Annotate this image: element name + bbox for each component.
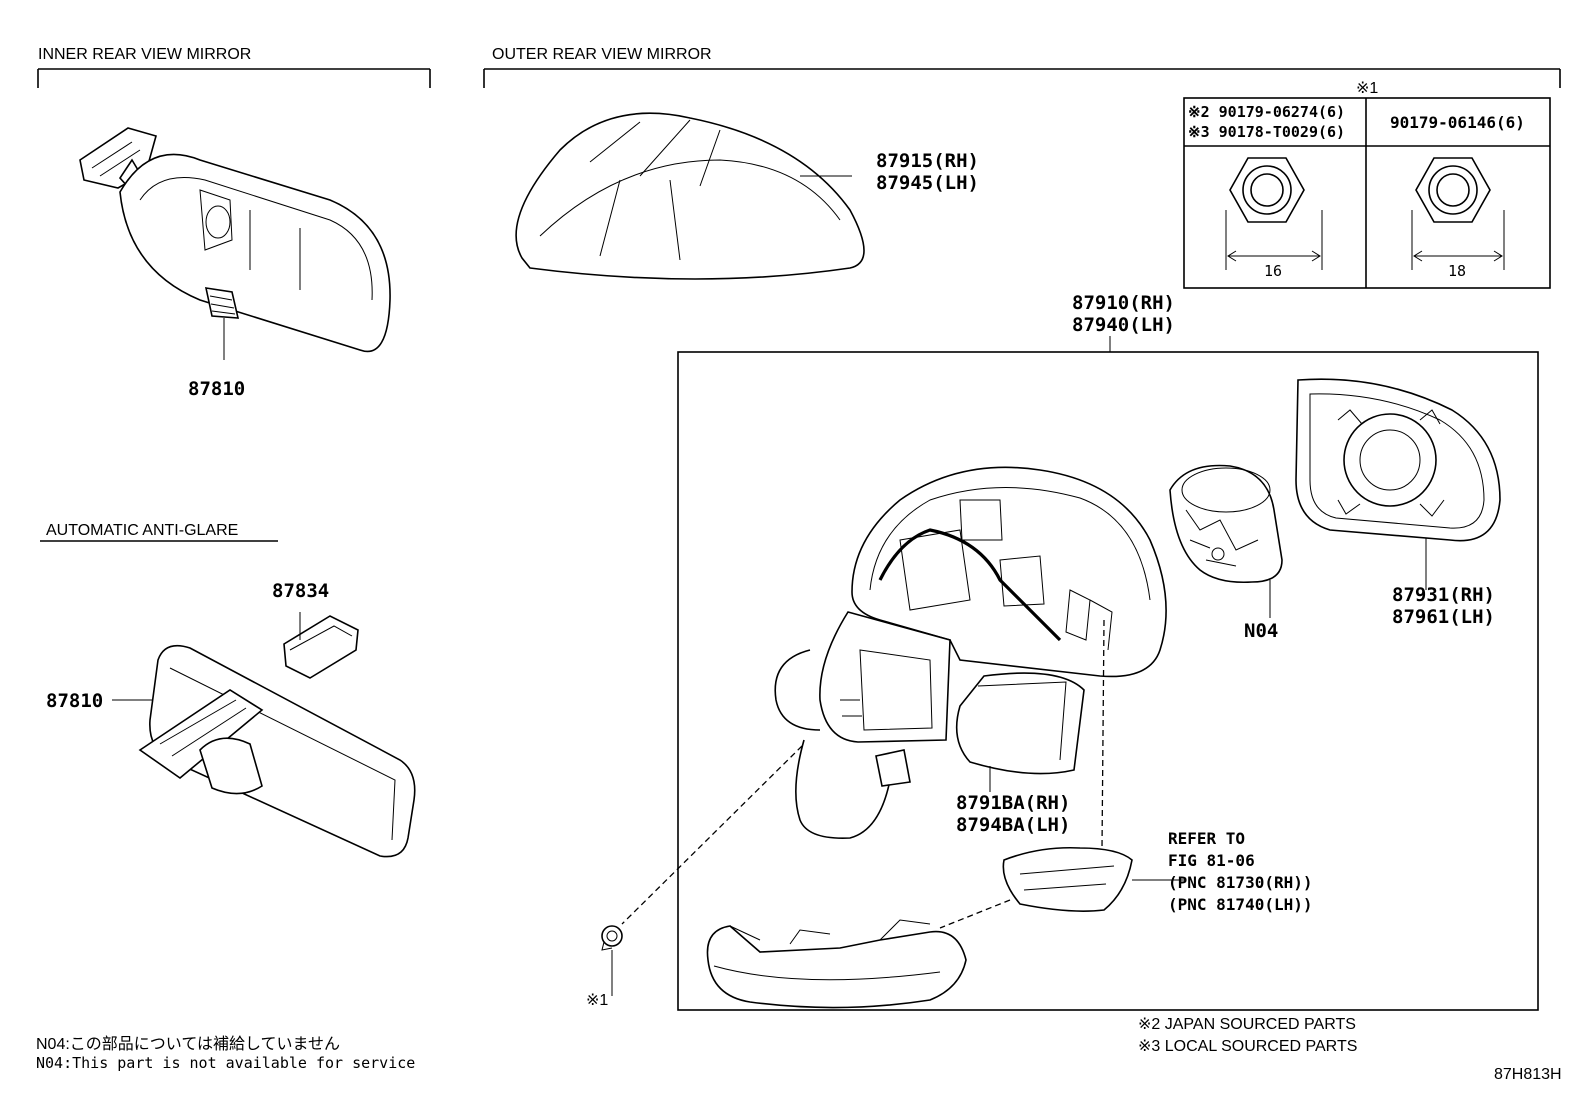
fastener-table-mark: ※1 xyxy=(1356,80,1379,97)
part-label-anti-glare-mirror: 87810 xyxy=(46,690,104,712)
mirror-body-drawing xyxy=(774,466,1167,839)
clip-callout-mark: ※1 xyxy=(586,992,609,1009)
refer-line-4: (PNC 81740(LH)) xyxy=(1168,895,1313,914)
footnote-local: ※3 LOCAL SOURCED PARTS xyxy=(1138,1038,1358,1055)
part-label-assy-lh: 87940(LH) xyxy=(1072,314,1175,336)
dashed-leaders xyxy=(621,619,1105,929)
part-label-cover: 87834 xyxy=(272,580,330,602)
fastener-part-3: ※3 90178-T0029(6) xyxy=(1188,123,1346,141)
inner-section-bracket xyxy=(37,68,431,88)
refer-line-2: FIG 81-06 xyxy=(1168,851,1255,870)
part-label-lower-rh: 8791BA(RH) xyxy=(956,792,1071,814)
footnote-n04-english: N04:This part is not available for servi… xyxy=(36,1054,416,1072)
inner-mirror-drawing xyxy=(79,127,391,360)
part-label-cap-rh: 87915(RH) xyxy=(876,150,979,172)
fastener-table xyxy=(1183,97,1551,289)
part-label-lower-lh: 8794BA(LH) xyxy=(956,814,1071,836)
outer-section-title: OUTER REAR VIEW MIRROR xyxy=(492,46,712,63)
part-label-inner-mirror: 87810 xyxy=(188,378,246,400)
nut-size-18: 18 xyxy=(1448,262,1467,280)
lower-cover-drawing xyxy=(955,672,1085,792)
fastener-part-common: 90179-06146(6) xyxy=(1390,113,1525,132)
inner-section-title: INNER REAR VIEW MIRROR xyxy=(38,46,252,63)
refer-line-3: (PNC 81730(RH)) xyxy=(1168,873,1313,892)
assembly-frame xyxy=(677,336,1539,1011)
nut-size-16: 16 xyxy=(1264,262,1283,280)
refer-line-1: REFER TO xyxy=(1168,829,1246,848)
mirror-glass-drawing xyxy=(1295,378,1501,590)
outer-section-bracket xyxy=(483,68,1561,88)
footnote-n04-japanese: N04:この部品については補給していません xyxy=(36,1036,341,1053)
anti-glare-mirror-drawing xyxy=(112,612,416,858)
part-label-assy-rh: 87910(RH) xyxy=(1072,292,1175,314)
mirror-cap-drawing xyxy=(515,112,865,280)
lower-garnish-drawing xyxy=(706,919,967,1009)
part-label-cap-lh: 87945(LH) xyxy=(876,172,979,194)
part-label-glass-rh: 87931(RH) xyxy=(1392,584,1495,606)
motor-drawing xyxy=(1169,464,1283,618)
auto-section-title: AUTOMATIC ANTI-GLARE xyxy=(46,522,239,539)
part-label-glass-lh: 87961(LH) xyxy=(1392,606,1495,628)
clip-drawing xyxy=(601,925,623,996)
fastener-part-2: ※2 90179-06274(6) xyxy=(1188,103,1346,121)
figure-id: 87H813H xyxy=(1494,1066,1562,1083)
part-label-motor: N04 xyxy=(1244,620,1279,642)
footnote-japan: ※2 JAPAN SOURCED PARTS xyxy=(1138,1016,1356,1033)
turn-signal-drawing xyxy=(1002,846,1186,912)
